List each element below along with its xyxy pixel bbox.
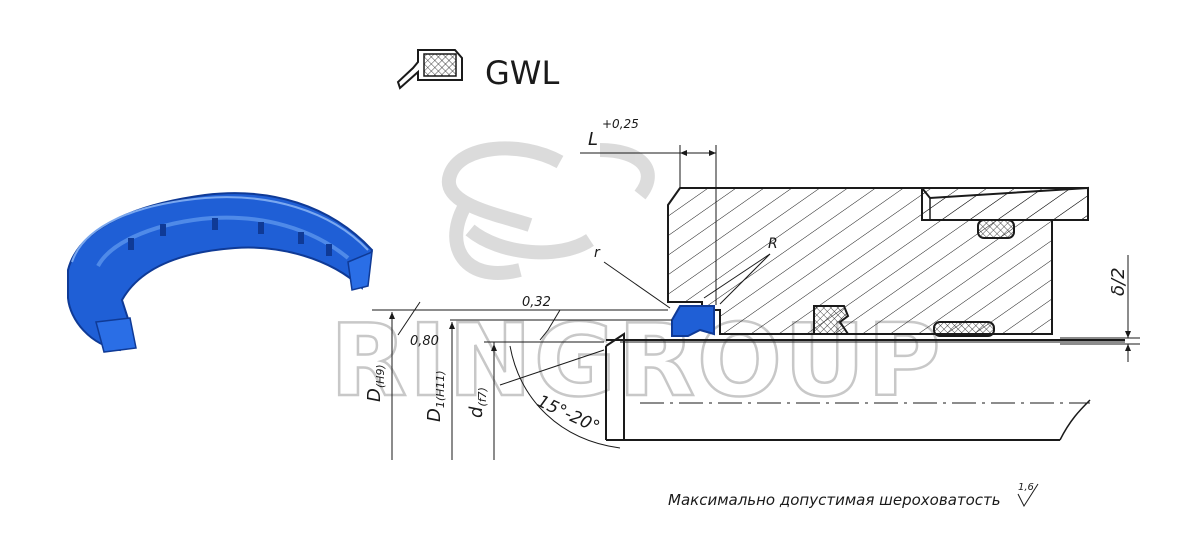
diameter-dims: D(H9) D1(H11) d(f7) [364, 312, 604, 460]
roughness-note-value: 1,6 [1018, 482, 1034, 493]
seal-top-rim [71, 196, 369, 263]
dim-r-label: r [594, 245, 601, 261]
wiper-seal [813, 305, 850, 335]
profile-icon [396, 49, 463, 90]
roughness-marks: 0,32 0,80 [372, 295, 672, 349]
dim-L-label: L [588, 129, 598, 150]
dim-d-label: d(f7) [466, 387, 489, 418]
radius-leaders: r R [594, 236, 778, 309]
guide-ring-bottom [933, 321, 995, 337]
seal-ribs [128, 218, 332, 256]
roughness-032: 0,32 [522, 295, 551, 310]
seal-cut-end-right [347, 250, 373, 291]
dim-delta: δ/2 [1060, 255, 1140, 362]
seal-profile-section [671, 305, 715, 337]
roughness-note: Максимально допустимая шероховатость 1,6 [668, 482, 1039, 509]
dim-L: L +0,25 [580, 117, 717, 305]
seal-3d-render [67, 192, 374, 353]
seal-inner-lip [96, 215, 350, 268]
dim-D1-label: D1(H11) [424, 370, 447, 422]
dim-D-label: D(H9) [364, 364, 387, 402]
housing-upper-block [921, 187, 1089, 221]
rod [605, 332, 1125, 441]
guide-ring-top [977, 219, 1015, 239]
roughness-note-text: Максимально допустимая шероховатость [668, 491, 1001, 509]
seal-cut-end-left [95, 317, 137, 353]
roughness-080: 0,80 [410, 334, 439, 349]
profile-title: GWL [485, 54, 559, 92]
dim-R-label: R [768, 236, 778, 252]
watermark-logo [441, 141, 655, 280]
dim-L-tolerance: +0,25 [602, 117, 639, 131]
roughness-symbol [1017, 483, 1039, 508]
dim-delta-label: δ/2 [1108, 267, 1129, 296]
housing [667, 186, 1089, 337]
